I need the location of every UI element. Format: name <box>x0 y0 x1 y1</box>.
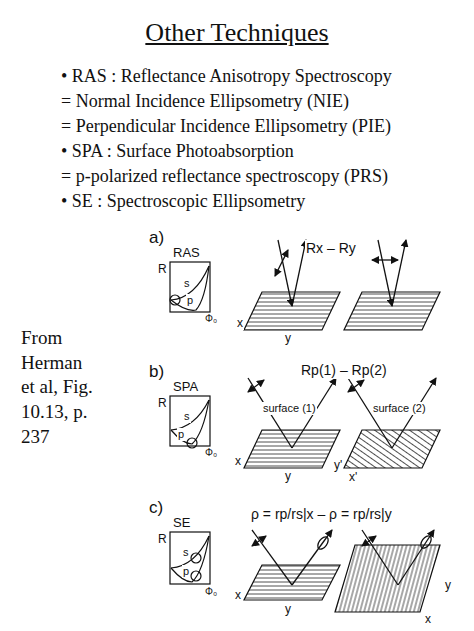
panel-letter: c) <box>148 498 164 518</box>
illustration-stroke <box>171 536 209 568</box>
axis-label: Φ₀ <box>204 586 218 598</box>
illustration-stroke <box>275 250 288 276</box>
illustration-stroke <box>378 240 392 306</box>
axis-label: x <box>234 454 242 468</box>
illustration-stroke <box>392 240 406 306</box>
axis-label: y <box>284 602 292 616</box>
bullet-line: • RAS : Reflectance Anisotropy Spectrosc… <box>60 66 393 88</box>
illustration-stroke <box>398 530 434 585</box>
formula: Rp(1) – Rp(2) <box>300 362 388 379</box>
bullet-line: • SPA : Surface Photoabsorption <box>60 141 295 163</box>
illustration-stroke <box>316 535 331 551</box>
illustration-stroke <box>292 530 332 585</box>
illustration-stroke <box>244 292 340 330</box>
panel-letter: a) <box>148 228 165 248</box>
illustration-stroke <box>244 430 340 468</box>
illustration-stroke <box>171 400 209 444</box>
illustration-stroke <box>372 259 398 260</box>
axis-label: Φ₀ <box>204 447 218 459</box>
curve-label: s <box>183 410 191 423</box>
axis-label: R <box>157 262 168 276</box>
curve-label: p <box>182 565 190 578</box>
illustration-stroke <box>292 240 306 306</box>
illustration-stroke <box>419 534 434 550</box>
illustration-stroke <box>344 430 440 468</box>
illustration-stroke <box>344 292 440 330</box>
illustration-stroke <box>244 292 440 612</box>
formula: Rx – Ry <box>305 240 357 257</box>
illustration-stroke <box>191 553 201 563</box>
illustration-stroke <box>171 536 209 582</box>
illustration-stroke <box>252 536 266 546</box>
curve-label: p <box>186 294 194 307</box>
axis-label: x <box>234 588 242 602</box>
curve-label: s <box>182 546 190 559</box>
axis-label: y <box>284 331 292 345</box>
panel-name: RAS <box>172 245 201 261</box>
illustration-stroke <box>252 530 292 585</box>
axis-label: y <box>444 578 452 592</box>
curve-label: s <box>183 277 191 290</box>
axis-label: y' <box>333 458 343 472</box>
illustration-stroke <box>362 536 376 546</box>
panel-name: SE <box>172 515 191 531</box>
curve-label: p <box>177 428 185 441</box>
illustration-stroke <box>335 545 440 612</box>
axis-label: R <box>157 532 168 546</box>
illustration-stroke <box>170 295 180 305</box>
formula: ρ = rp/rs|x – ρ = rp/rs|y <box>250 506 393 523</box>
illustration-stroke <box>170 262 210 584</box>
axis-label: R <box>157 396 168 410</box>
slide-title: Other Techniques <box>0 18 474 48</box>
illustration-stroke <box>244 565 340 600</box>
illustration-stroke <box>171 266 209 310</box>
bullet-line: = Normal Incidence Ellipsometry (NIE) <box>60 91 350 113</box>
illustration-stroke <box>170 262 210 312</box>
illustration-stroke <box>362 530 398 585</box>
bullet-line: = Perpendicular Incidence Ellipsometry (… <box>60 116 392 138</box>
axis-label: x' <box>348 470 358 484</box>
axis-label: Φ₀ <box>204 313 218 325</box>
illustration-stroke <box>191 571 201 581</box>
illustration-stroke <box>170 532 210 584</box>
axis-label: x <box>236 316 244 330</box>
axis-label: y <box>284 469 292 483</box>
surface-label: surface (2) <box>372 402 427 415</box>
illustration-stroke <box>187 438 197 448</box>
illustration-stroke <box>248 240 436 585</box>
source-note: From Herman et al, Fig. 10.13, p. 237 <box>20 326 96 449</box>
panel-letter: b) <box>148 362 165 382</box>
panel-name: SPA <box>172 379 199 395</box>
bullet-line: • SE : Spectroscopic Ellipsometry <box>60 191 306 213</box>
axis-label: x <box>424 612 432 626</box>
illustration-stroke <box>348 380 364 392</box>
illustration-stroke <box>278 240 292 306</box>
bullet-line: = p-polarized reflectance spectroscopy (… <box>60 166 389 188</box>
illustration-stroke <box>248 380 264 392</box>
surface-label: surface (1) <box>262 402 317 415</box>
